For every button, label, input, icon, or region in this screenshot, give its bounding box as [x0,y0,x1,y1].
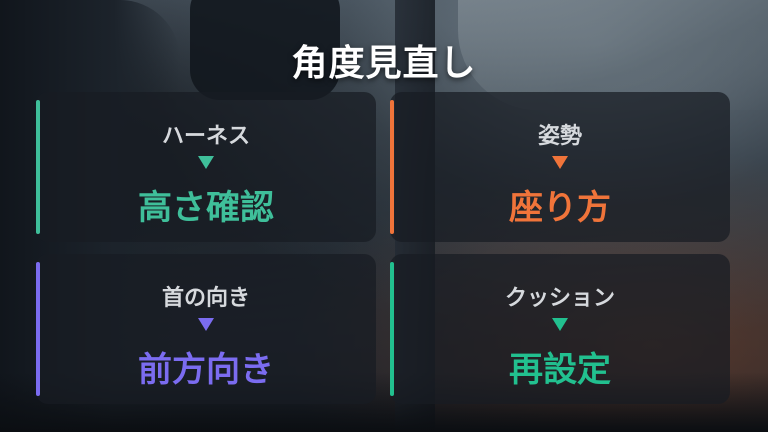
card-label: 首の向き [161,286,250,311]
page-title: 角度見直し [291,43,477,84]
down-triangle-icon [198,156,214,169]
card-label: クッション [504,286,615,311]
card-harness: ハーネス 高さ確認 [36,92,376,242]
card-neck-direction: 首の向き 前方向き [36,254,376,404]
card-action: 前方向き [138,350,274,390]
background-car-window [458,0,768,110]
card-action: 再設定 [509,350,611,390]
down-triangle-icon [552,156,568,169]
down-triangle-icon [552,318,568,331]
card-label: 姿勢 [537,124,582,149]
background-headrest [190,0,340,100]
card-label: ハーネス [161,124,250,149]
card-cushion: クッション 再設定 [390,254,730,404]
card-action: 座り方 [509,188,611,228]
card-posture: 姿勢 座り方 [390,92,730,242]
down-triangle-icon [198,318,214,331]
card-action: 高さ確認 [138,188,274,228]
